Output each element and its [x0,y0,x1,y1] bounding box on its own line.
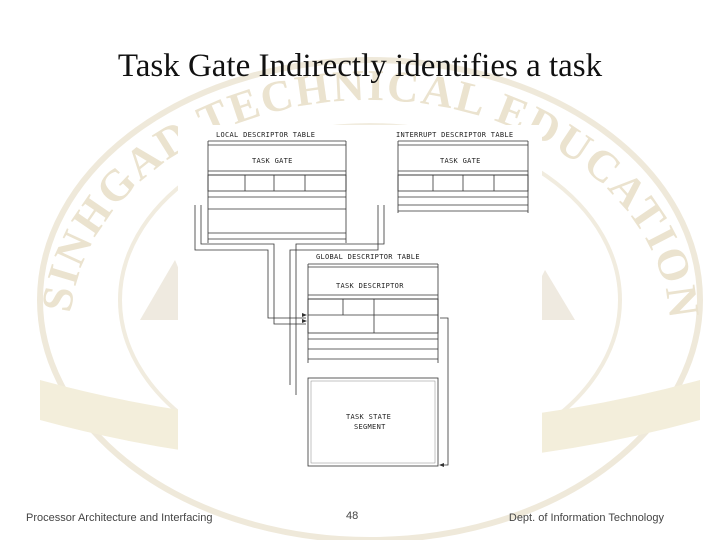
gdt-table [307,263,439,363]
tss-box [307,377,439,467]
idt-label: INTERRUPT DESCRIPTOR TABLE [396,131,513,139]
page-number: 48 [346,510,359,522]
ldt-task-gate-label: TASK GATE [252,157,293,165]
connector-lines [194,205,449,466]
slide-title: Task Gate Indirectly identifies a task [117,48,603,84]
footer-course: Processor Architecture and Interfacing [26,512,213,524]
tss-label-line1: TASK STATE [346,413,391,421]
gdt-label: GLOBAL DESCRIPTOR TABLE [316,253,420,261]
diagram-svg: LOCAL DESCRIPTOR TABLE INTERRUPT DESCRIP… [194,131,529,467]
tss-label-line2: SEGMENT [354,423,386,431]
ldt-table [207,140,347,243]
ldt-label: LOCAL DESCRIPTOR TABLE [216,131,315,139]
task-gate-diagram: LOCAL DESCRIPTOR TABLE INTERRUPT DESCRIP… [178,125,542,482]
footer-department: Dept. of Information Technology [508,512,664,524]
task-descriptor-label: TASK DESCRIPTOR [336,282,404,290]
idt-task-gate-label: TASK GATE [440,157,481,165]
idt-table [397,140,529,213]
